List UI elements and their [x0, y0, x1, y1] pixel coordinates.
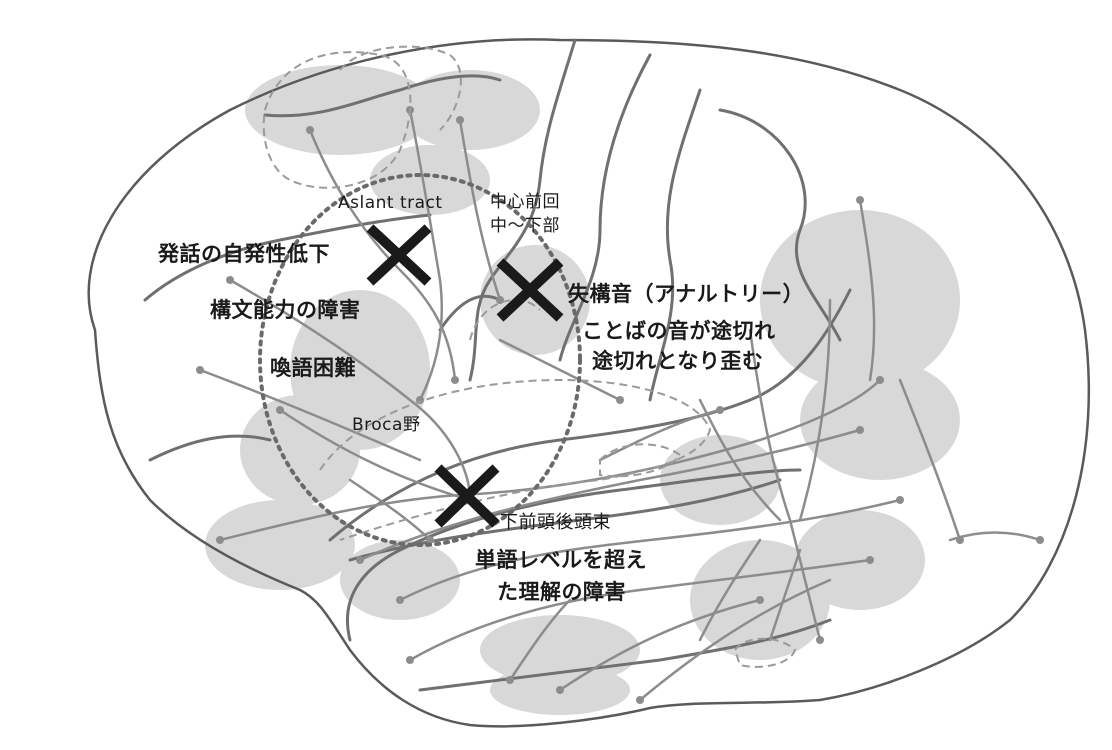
- anarthria-desc-line1: ことばの音が途切れ: [582, 319, 776, 343]
- superior-temporal-sulcus: [348, 478, 782, 562]
- anarthria-description: ことばの音が途切れ 途切れとなり歪む: [582, 316, 776, 376]
- region-occipital: [795, 510, 925, 610]
- region-orbital: [205, 500, 355, 590]
- ifof-label: 下前頭後頭束: [500, 512, 611, 533]
- anarthria-desc-line2: 途切れとなり歪む: [592, 349, 764, 373]
- postcentral-sulcus: [648, 88, 702, 402]
- inferior-frontal-sulcus: [143, 213, 432, 302]
- ifof-lesion-x-icon: [434, 464, 500, 528]
- precentral-label: 中心前回 中～下部: [490, 190, 560, 238]
- sulci: [143, 38, 852, 692]
- precentral-label-line1: 中心前回: [490, 192, 560, 212]
- precentral-label-line2: 中～下部: [490, 216, 560, 236]
- comprehension-label: 単語レベルを超え た理解の障害: [475, 544, 647, 608]
- region-temporal-pole: [340, 540, 460, 620]
- precentral-lower: [438, 294, 502, 332]
- syntax-impairment-label: 構文能力の障害: [210, 298, 361, 322]
- region-inferior-frontal: [240, 395, 360, 505]
- lateral-orbital: [148, 434, 272, 462]
- word-finding-label: 喚語困難: [270, 356, 356, 380]
- inferior-temporal-outline: [418, 618, 832, 692]
- dotted-region-circle: [258, 173, 582, 547]
- brain-outline: [87, 38, 1091, 728]
- speech-initiation-label: 発話の自発性低下: [158, 242, 330, 266]
- dashed-occipital: [733, 637, 797, 668]
- anarthria-label: 失構音（アナルトリー）: [568, 282, 805, 306]
- superior-frontal-sulcus: [263, 74, 502, 118]
- fiber-tracts: [198, 108, 1042, 702]
- region-precentral-top: [370, 145, 490, 215]
- region-superior-frontal: [245, 65, 435, 155]
- cortical-regions: [205, 65, 960, 715]
- dashed-presma: [339, 45, 462, 131]
- aslant-tract-lesion-x-icon: [366, 224, 432, 286]
- region-superior-frontal-2: [400, 70, 540, 150]
- dashed-temporal: [319, 378, 712, 541]
- region-parietal: [760, 210, 960, 390]
- sylvian-fissure: [328, 288, 852, 542]
- region-supramarginal: [660, 435, 780, 525]
- comprehension-line2: た理解の障害: [497, 580, 626, 604]
- precentral-lesion-x-icon: [496, 258, 564, 322]
- dashed-precentral: [469, 299, 541, 341]
- region-angular: [800, 360, 960, 480]
- broca-label: Broca野: [352, 415, 421, 435]
- intraparietal-sulcus: [718, 108, 842, 342]
- aslant-tract-label: Aslant tract: [338, 193, 443, 213]
- dashed-regions: [262, 45, 797, 668]
- dashed-insula: [599, 443, 682, 478]
- comprehension-line1: 単語レベルを超え: [475, 548, 647, 572]
